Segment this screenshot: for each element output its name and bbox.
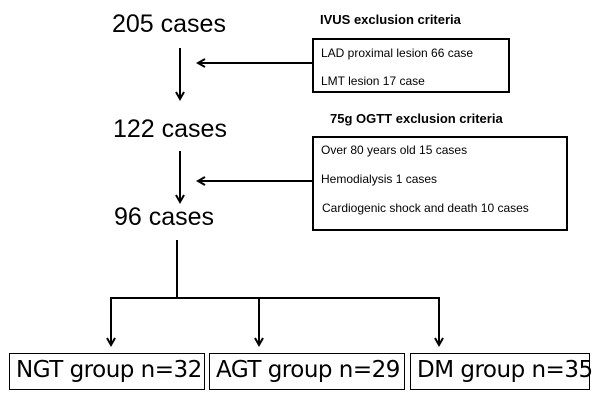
ogtt-exclusion-title: 75g OGTT exclusion criteria: [330, 111, 503, 126]
ogtt-exclusion-item: Over 80 years old 15 cases: [321, 143, 468, 157]
group-ngt-box: NGT group n=32: [9, 353, 205, 390]
ivus-exclusion-item: LMT lesion 17 case: [321, 74, 425, 88]
ogtt-exclusion-item: Cardiogenic shock and death 10 cases: [322, 201, 529, 215]
ivus-exclusion-box: LAD proximal lesion 66 case LMT lesion 1…: [312, 38, 510, 93]
stage-122-cases: 122 cases: [113, 115, 227, 143]
group-agt-box: AGT group n=29: [209, 353, 405, 390]
group-dm-box: DM group n=35: [410, 353, 593, 390]
stage-205-cases: 205 cases: [112, 10, 226, 38]
ivus-exclusion-title: IVUS exclusion criteria: [320, 12, 461, 27]
ogtt-exclusion-item: Hemodialysis 1 cases: [321, 172, 438, 186]
stage-96-cases: 96 cases: [114, 203, 215, 231]
ivus-exclusion-item: LAD proximal lesion 66 case: [321, 46, 474, 60]
ogtt-exclusion-box: Over 80 years old 15 cases Hemodialysis …: [312, 136, 568, 231]
